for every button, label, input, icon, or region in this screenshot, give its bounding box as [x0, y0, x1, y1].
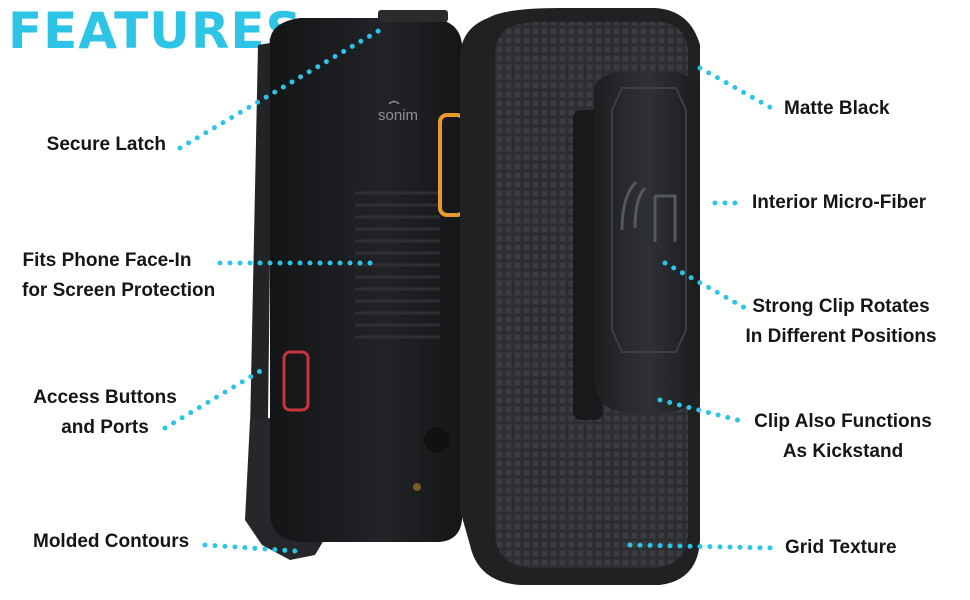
feature-access-buttons: Access Buttons and Ports [25, 383, 185, 443]
phone-brand-logo: sonim [378, 107, 418, 124]
feature-kickstand-line2: As Kickstand [782, 441, 904, 462]
features-heading: FEATURES [8, 2, 303, 60]
feature-matte-black: Matte Black [784, 98, 890, 119]
red-side-button [282, 350, 310, 412]
feature-strong-clip-line1: Strong Clip Rotates [752, 296, 930, 317]
feature-grid-texture: Grid Texture [785, 537, 897, 558]
feature-molded-contours: Molded Contours [33, 531, 190, 552]
feature-access-buttons-line2: and Ports [61, 417, 149, 438]
feature-access-buttons-line1: Access Buttons [33, 387, 177, 408]
feature-fits-face-in-line1: Fits Phone Face-In [22, 250, 192, 271]
phone: sonim [270, 10, 466, 542]
feature-fits-face-in: Fits Phone Face-In for Screen Protection [22, 246, 222, 306]
feature-fits-face-in-line2: for Screen Protection [22, 280, 216, 301]
feature-kickstand: Clip Also Functions As Kickstand [748, 407, 938, 467]
leader-lines [162, 27, 778, 554]
feature-kickstand-line1: Clip Also Functions [754, 411, 932, 432]
feature-secure-latch: Secure Latch [46, 134, 166, 155]
feature-interior-micro-fiber: Interior Micro-Fiber [752, 192, 927, 213]
feature-strong-clip-line2: In Different Positions [745, 326, 937, 347]
clip-logo [620, 180, 677, 242]
belt-clip [573, 72, 700, 420]
feature-strong-clip: Strong Clip Rotates In Different Positio… [738, 292, 944, 352]
